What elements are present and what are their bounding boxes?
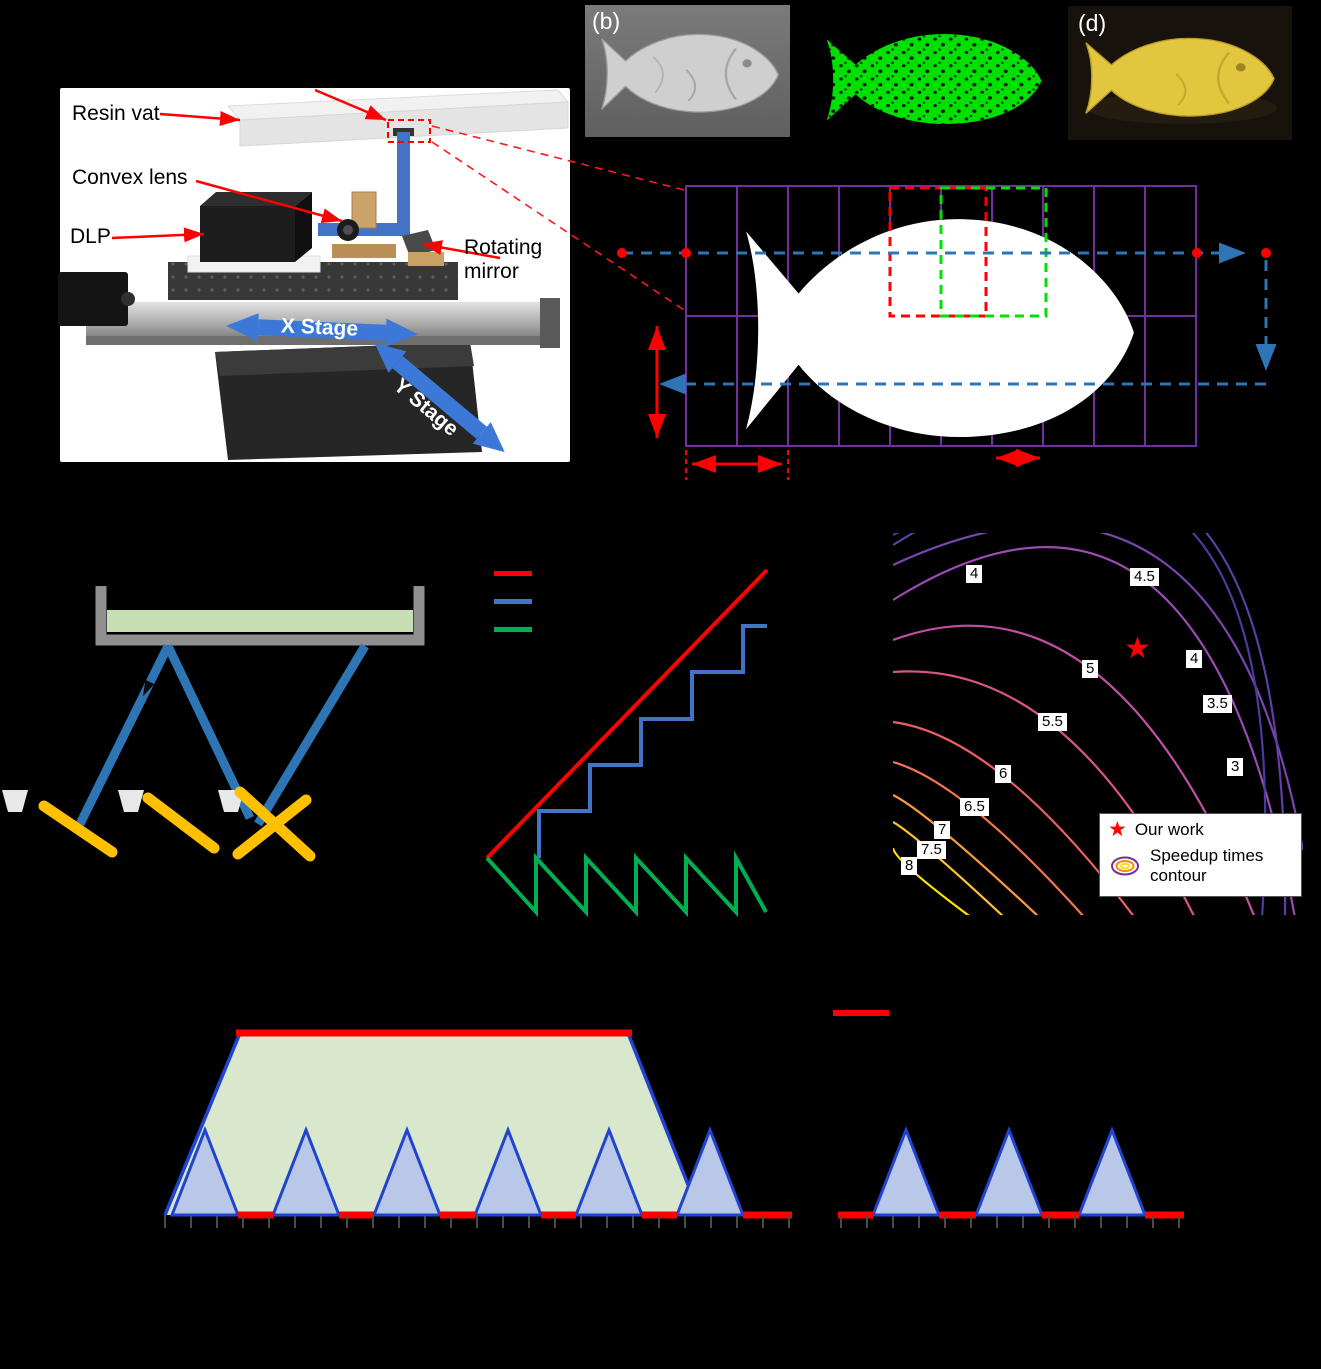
contour-rings-icon — [1111, 856, 1139, 876]
motor-coupling — [121, 292, 135, 306]
contour-line-4 — [893, 533, 1303, 851]
panel-d-tag: (d) — [1078, 10, 1107, 36]
contour-label-3: 3 — [1227, 758, 1244, 776]
projection-zone-dashed-rect — [387, 119, 431, 143]
printed-fish-panel — [1068, 6, 1292, 140]
convex-lens-center — [343, 225, 353, 235]
zoom-connector-lines — [431, 125, 685, 311]
exposure-pulses-right — [870, 1125, 1148, 1217]
contour-label-3-5: 3.5 — [1203, 695, 1232, 713]
scan-dimension-arrows — [648, 326, 1040, 480]
rotating-mirrors — [38, 786, 316, 862]
contour-label-4-right: 4 — [1186, 650, 1203, 668]
resin-layer — [107, 610, 413, 632]
legend-swatch-blue — [494, 599, 532, 604]
printer-annotation-arrows — [111, 88, 501, 260]
scan-fish-silhouette — [746, 219, 1134, 438]
contour-label-6-5: 6.5 — [960, 798, 989, 816]
lens-mount — [351, 191, 377, 229]
legend-swatch-green — [494, 627, 532, 632]
x-stage-rail-shadow — [86, 336, 556, 345]
contour-legend-row-speedup: Speedup times contour — [1108, 846, 1293, 885]
x-stage-arrow — [226, 313, 418, 347]
our-work-star-marker: ★ — [1124, 632, 1151, 665]
contour-line-3 — [893, 533, 1267, 915]
contour-label-4-5: 4.5 — [1130, 568, 1159, 586]
dlp-label: DLP — [70, 225, 111, 248]
mirror-projection-diagram — [2, 586, 425, 862]
contour-label-4-top: 4 — [966, 565, 983, 583]
convex-lens-label: Convex lens — [72, 166, 188, 189]
stepper-motor — [58, 272, 128, 326]
dlp-projector — [200, 192, 312, 262]
rotating-mirror-label: Rotating mirror — [464, 236, 542, 284]
speedup-contour-label-line1: Speedup times — [1150, 846, 1264, 865]
contour-legend-row-our-work: ★ Our work — [1108, 819, 1293, 840]
contour-label-8: 8 — [901, 857, 918, 875]
region-left-slope — [163, 1032, 242, 1216]
axis-ticks-left — [164, 1215, 790, 1228]
speedup-contour-label: Speedup times contour — [1150, 846, 1263, 885]
resin-vat-graphic — [226, 89, 570, 147]
contour-line-6-5 — [893, 760, 1084, 915]
printed-fish-image — [1085, 37, 1275, 117]
timing-chart — [485, 568, 769, 918]
scan-path — [617, 242, 1277, 395]
exposure-diagram — [163, 1010, 1184, 1228]
exposure-pulses-left — [169, 1125, 746, 1217]
contour-label-5-5: 5.5 — [1038, 713, 1067, 731]
mount-base — [332, 244, 396, 258]
vat-outline — [95, 586, 425, 646]
x-stage-end-plate — [540, 298, 560, 348]
panel-b-tag: (b) — [592, 8, 621, 34]
contour-label-5: 5 — [1082, 660, 1099, 678]
beam-direction-arrow — [142, 679, 155, 697]
speedup-contour-label-line2: contour — [1150, 865, 1207, 885]
mirror-supports — [2, 790, 244, 812]
continuous-motion-line — [485, 568, 769, 860]
exposure-legend-red-line — [833, 1010, 889, 1016]
axis-ticks-right — [840, 1215, 1180, 1228]
our-work-label: Our work — [1134, 819, 1204, 839]
contour-label-7: 7 — [934, 821, 951, 839]
printer-panel — [58, 88, 570, 462]
legend-star-icon: ★ — [1108, 818, 1127, 841]
contour-label-6: 6 — [995, 765, 1012, 783]
y-stage-arrow — [374, 342, 505, 453]
contour-legend: ★ Our work Speedup times contour — [1099, 813, 1302, 897]
fish-model-image — [600, 33, 780, 113]
fish-slice-image — [826, 34, 1042, 125]
legend-swatch-red — [494, 571, 532, 576]
resin-vat-label: Resin vat — [72, 102, 160, 125]
contour-label-7-5: 7.5 — [917, 841, 946, 859]
contour-line-3-5 — [893, 533, 1287, 915]
fish-model-panel — [585, 5, 790, 137]
rotating-mirror-label-line2: mirror — [464, 260, 519, 284]
mirror-bracket — [408, 252, 444, 266]
z-arm-vertical — [397, 132, 410, 232]
rotating-mirror-label-line1: Rotating — [464, 236, 543, 259]
x-stage-label: X Stage — [280, 314, 359, 341]
sawtooth-line — [485, 850, 768, 918]
staircase-line — [537, 624, 767, 858]
